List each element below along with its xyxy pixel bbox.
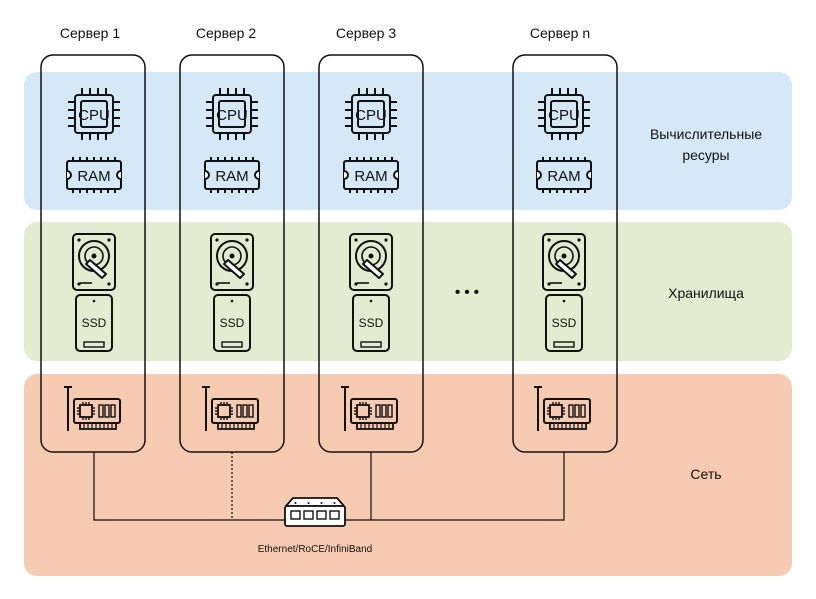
ssd-icon: SSD [213, 294, 251, 352]
cpu-icon: CPU [205, 87, 259, 141]
storage-band-label: Хранилища [668, 285, 744, 301]
svg-text:RAM: RAM [547, 168, 580, 185]
server-n: CPU RAM SSD [512, 54, 618, 453]
server-3-title: Сервер 3 [336, 25, 396, 41]
ssd-icon: SSD [352, 294, 390, 352]
svg-text:CPU: CPU [78, 107, 110, 124]
more-servers-ellipsis: • • • [455, 284, 479, 301]
svg-text:SSD: SSD [82, 316, 107, 330]
compute-band-label-line2: ресуры [682, 147, 729, 163]
svg-text:CPU: CPU [355, 107, 387, 124]
server-1-title: Сервер 1 [60, 25, 120, 41]
ram-icon: RAM [343, 156, 399, 194]
svg-text:RAM: RAM [77, 168, 110, 185]
compute-band-label-line1: Вычислительные [650, 126, 762, 142]
svg-text:SSD: SSD [359, 316, 384, 330]
server-2: CPU RAM SSD [179, 54, 285, 453]
link-server-1 [93, 452, 285, 521]
cpu-icon: CPU [537, 87, 591, 141]
svg-text:RAM: RAM [215, 168, 248, 185]
svg-text:SSD: SSD [552, 316, 577, 330]
ram-icon: RAM [204, 156, 260, 194]
ram-icon: RAM [536, 156, 592, 194]
ssd-icon: SSD [75, 294, 113, 352]
ram-icon: RAM [66, 156, 122, 194]
server-1: CPU RAM SSD [40, 54, 146, 453]
svg-text:CPU: CPU [216, 107, 248, 124]
network-band [24, 374, 792, 576]
network-band-label: Сеть [690, 466, 721, 482]
switch-label: Ethernet/RoCE/InfiniBand [258, 544, 373, 555]
server-n-frame [512, 54, 618, 453]
svg-text:RAM: RAM [354, 168, 387, 185]
cpu-icon: CPU [344, 87, 398, 141]
server-1-frame [40, 54, 146, 453]
svg-text:SSD: SSD [220, 316, 245, 330]
server-n-title: Сервер n [530, 25, 590, 41]
cpu-icon: CPU [67, 87, 121, 141]
compute-band [24, 72, 792, 210]
network-switch-icon [284, 497, 346, 527]
ssd-icon: SSD [545, 294, 583, 352]
link-server-n [345, 452, 565, 521]
server-2-title: Сервер 2 [196, 25, 256, 41]
storage-band [24, 222, 792, 361]
svg-text:CPU: CPU [548, 107, 580, 124]
server-3: CPU RAM SSD [318, 54, 424, 453]
network-links [93, 452, 565, 521]
